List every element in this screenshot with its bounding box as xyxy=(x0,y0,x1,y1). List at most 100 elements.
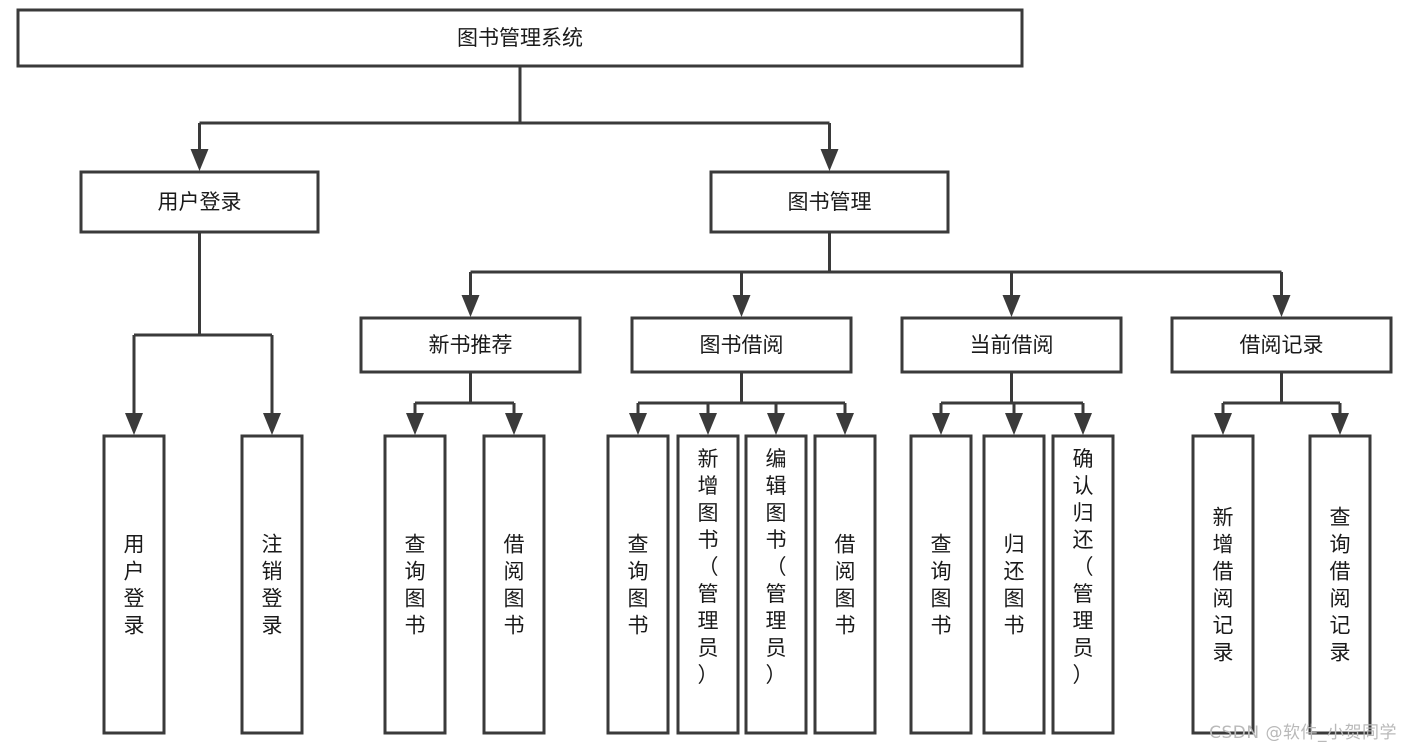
node-label-char: 新 xyxy=(1213,506,1234,530)
arrow-head-icon xyxy=(505,413,523,435)
arrow-head-icon xyxy=(932,413,950,435)
node-box xyxy=(1170,316,1393,374)
node-label-char: 图 xyxy=(405,587,426,611)
arrow-head-icon xyxy=(406,413,424,435)
node-label-char: 管 xyxy=(1073,582,1094,606)
arrow-head-icon xyxy=(1002,295,1021,317)
node-label-char: 管 xyxy=(766,582,787,606)
node-label-char: 图 xyxy=(835,587,856,611)
node-label: 新书推荐 xyxy=(429,333,513,357)
arrow-head-icon xyxy=(1005,413,1023,435)
node-label-char: 图 xyxy=(1004,587,1025,611)
node-box xyxy=(102,434,166,735)
node-layer: 图书管理系统用户登录图书管理新书推荐图书借阅当前借阅借阅记录用户登录注销登录查询… xyxy=(16,8,1393,735)
node-box xyxy=(1191,434,1255,735)
node-box xyxy=(1051,434,1115,735)
node-label-char: 户 xyxy=(124,560,145,584)
node-current-borrow[interactable]: 当前借阅 xyxy=(900,316,1123,374)
node-label-char: 管 xyxy=(698,582,719,606)
node-label-char: 图 xyxy=(698,501,719,525)
node-box xyxy=(813,434,877,735)
node-box xyxy=(630,316,853,374)
node-label-char: （ xyxy=(766,555,787,579)
arrow-head-icon xyxy=(767,413,785,435)
node-box xyxy=(900,316,1123,374)
node-label-char: 询 xyxy=(1330,533,1351,557)
node-label-char: 归 xyxy=(1073,501,1094,525)
node-label-char: 阅 xyxy=(1330,587,1351,611)
node-box xyxy=(744,434,808,735)
node-user-login[interactable]: 用户登录 xyxy=(79,170,320,234)
node-book-manage[interactable]: 图书管理 xyxy=(709,170,950,234)
node-label: 当前借阅 xyxy=(970,333,1054,357)
node-label-char: 用 xyxy=(124,533,145,557)
arrow-head-icon xyxy=(190,149,209,171)
node-box xyxy=(982,434,1046,735)
node-label-char: 图 xyxy=(628,587,649,611)
connector-layer xyxy=(125,66,1349,435)
node-label-char: （ xyxy=(1073,555,1094,579)
node-label-char: 理 xyxy=(766,609,787,633)
node-label-char: 认 xyxy=(1073,474,1094,498)
node-label-char: 借 xyxy=(504,533,525,557)
node-label-char: 询 xyxy=(931,560,952,584)
node-label-char: 书 xyxy=(835,614,856,638)
arrow-head-icon xyxy=(836,413,854,435)
node-label-char: 书 xyxy=(931,614,952,638)
node-label: 用户登录 xyxy=(158,190,242,214)
node-label-char: 编 xyxy=(766,447,787,471)
node-label-char: 还 xyxy=(1073,528,1094,552)
node-label: 图书管理 xyxy=(788,190,872,214)
node-label-char: 新 xyxy=(698,447,719,471)
arrow-head-icon xyxy=(125,413,143,435)
node-label-char: 销 xyxy=(262,560,283,584)
node-label-char: ） xyxy=(698,663,719,687)
arrow-head-icon xyxy=(1214,413,1232,435)
node-label-char: 录 xyxy=(262,614,283,638)
node-label-char: 辑 xyxy=(766,474,787,498)
node-box xyxy=(16,8,1024,68)
node-label-char: 书 xyxy=(504,614,525,638)
node-new-book-rec[interactable]: 新书推荐 xyxy=(359,316,582,374)
node-label-char: 员 xyxy=(1073,636,1094,660)
arrow-head-icon xyxy=(461,295,480,317)
node-label-char: 查 xyxy=(628,533,649,557)
node-label-char: 还 xyxy=(1004,560,1025,584)
node-label-char: 记 xyxy=(1213,614,1234,638)
node-label-char: 员 xyxy=(766,636,787,660)
node-box xyxy=(606,434,670,735)
node-label-char: 借 xyxy=(1213,560,1234,584)
node-label-char: 借 xyxy=(1330,560,1351,584)
node-leaf-user-login[interactable]: 用户登录 xyxy=(102,434,166,735)
node-borrow-record[interactable]: 借阅记录 xyxy=(1170,316,1393,374)
node-label-char: 借 xyxy=(835,533,856,557)
node-label-char: 查 xyxy=(405,533,426,557)
node-label-char: 书 xyxy=(766,528,787,552)
node-label-char: 图 xyxy=(766,501,787,525)
node-box xyxy=(79,170,320,234)
node-box xyxy=(909,434,973,735)
node-label-char: ） xyxy=(766,663,787,687)
node-book-borrow[interactable]: 图书借阅 xyxy=(630,316,853,374)
node-label-char: 图 xyxy=(931,587,952,611)
node-label-char: 书 xyxy=(628,614,649,638)
node-box xyxy=(383,434,447,735)
node-root[interactable]: 图书管理系统 xyxy=(16,8,1024,68)
node-label-char: 记 xyxy=(1330,614,1351,638)
node-box xyxy=(676,434,740,735)
node-label-char: （ xyxy=(698,555,719,579)
node-label-char: 注 xyxy=(262,533,283,557)
